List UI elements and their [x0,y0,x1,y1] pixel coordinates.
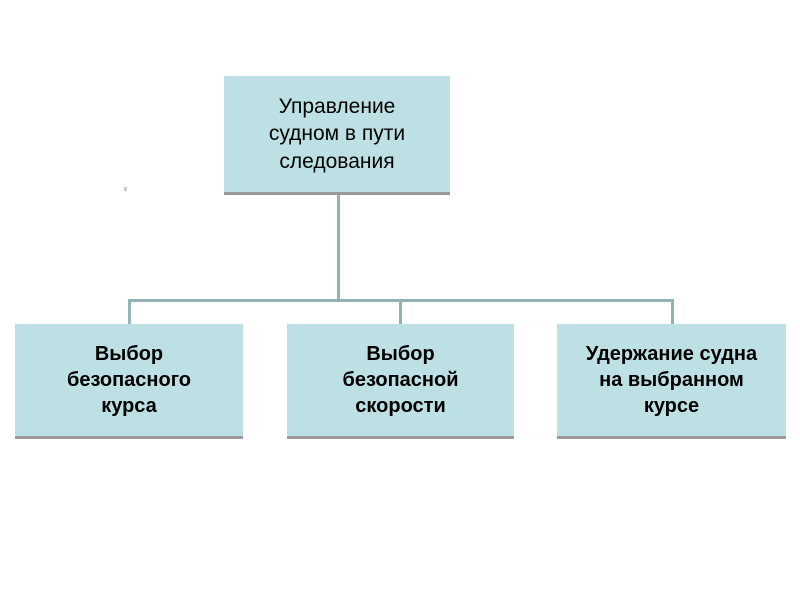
connector-root-to-bar [337,192,340,302]
connector-drop-to-child-1 [399,299,402,325]
connector-drop-to-child-0 [128,299,131,325]
stray-speck-artifact [124,187,127,191]
connector-drop-to-child-2 [671,299,674,325]
